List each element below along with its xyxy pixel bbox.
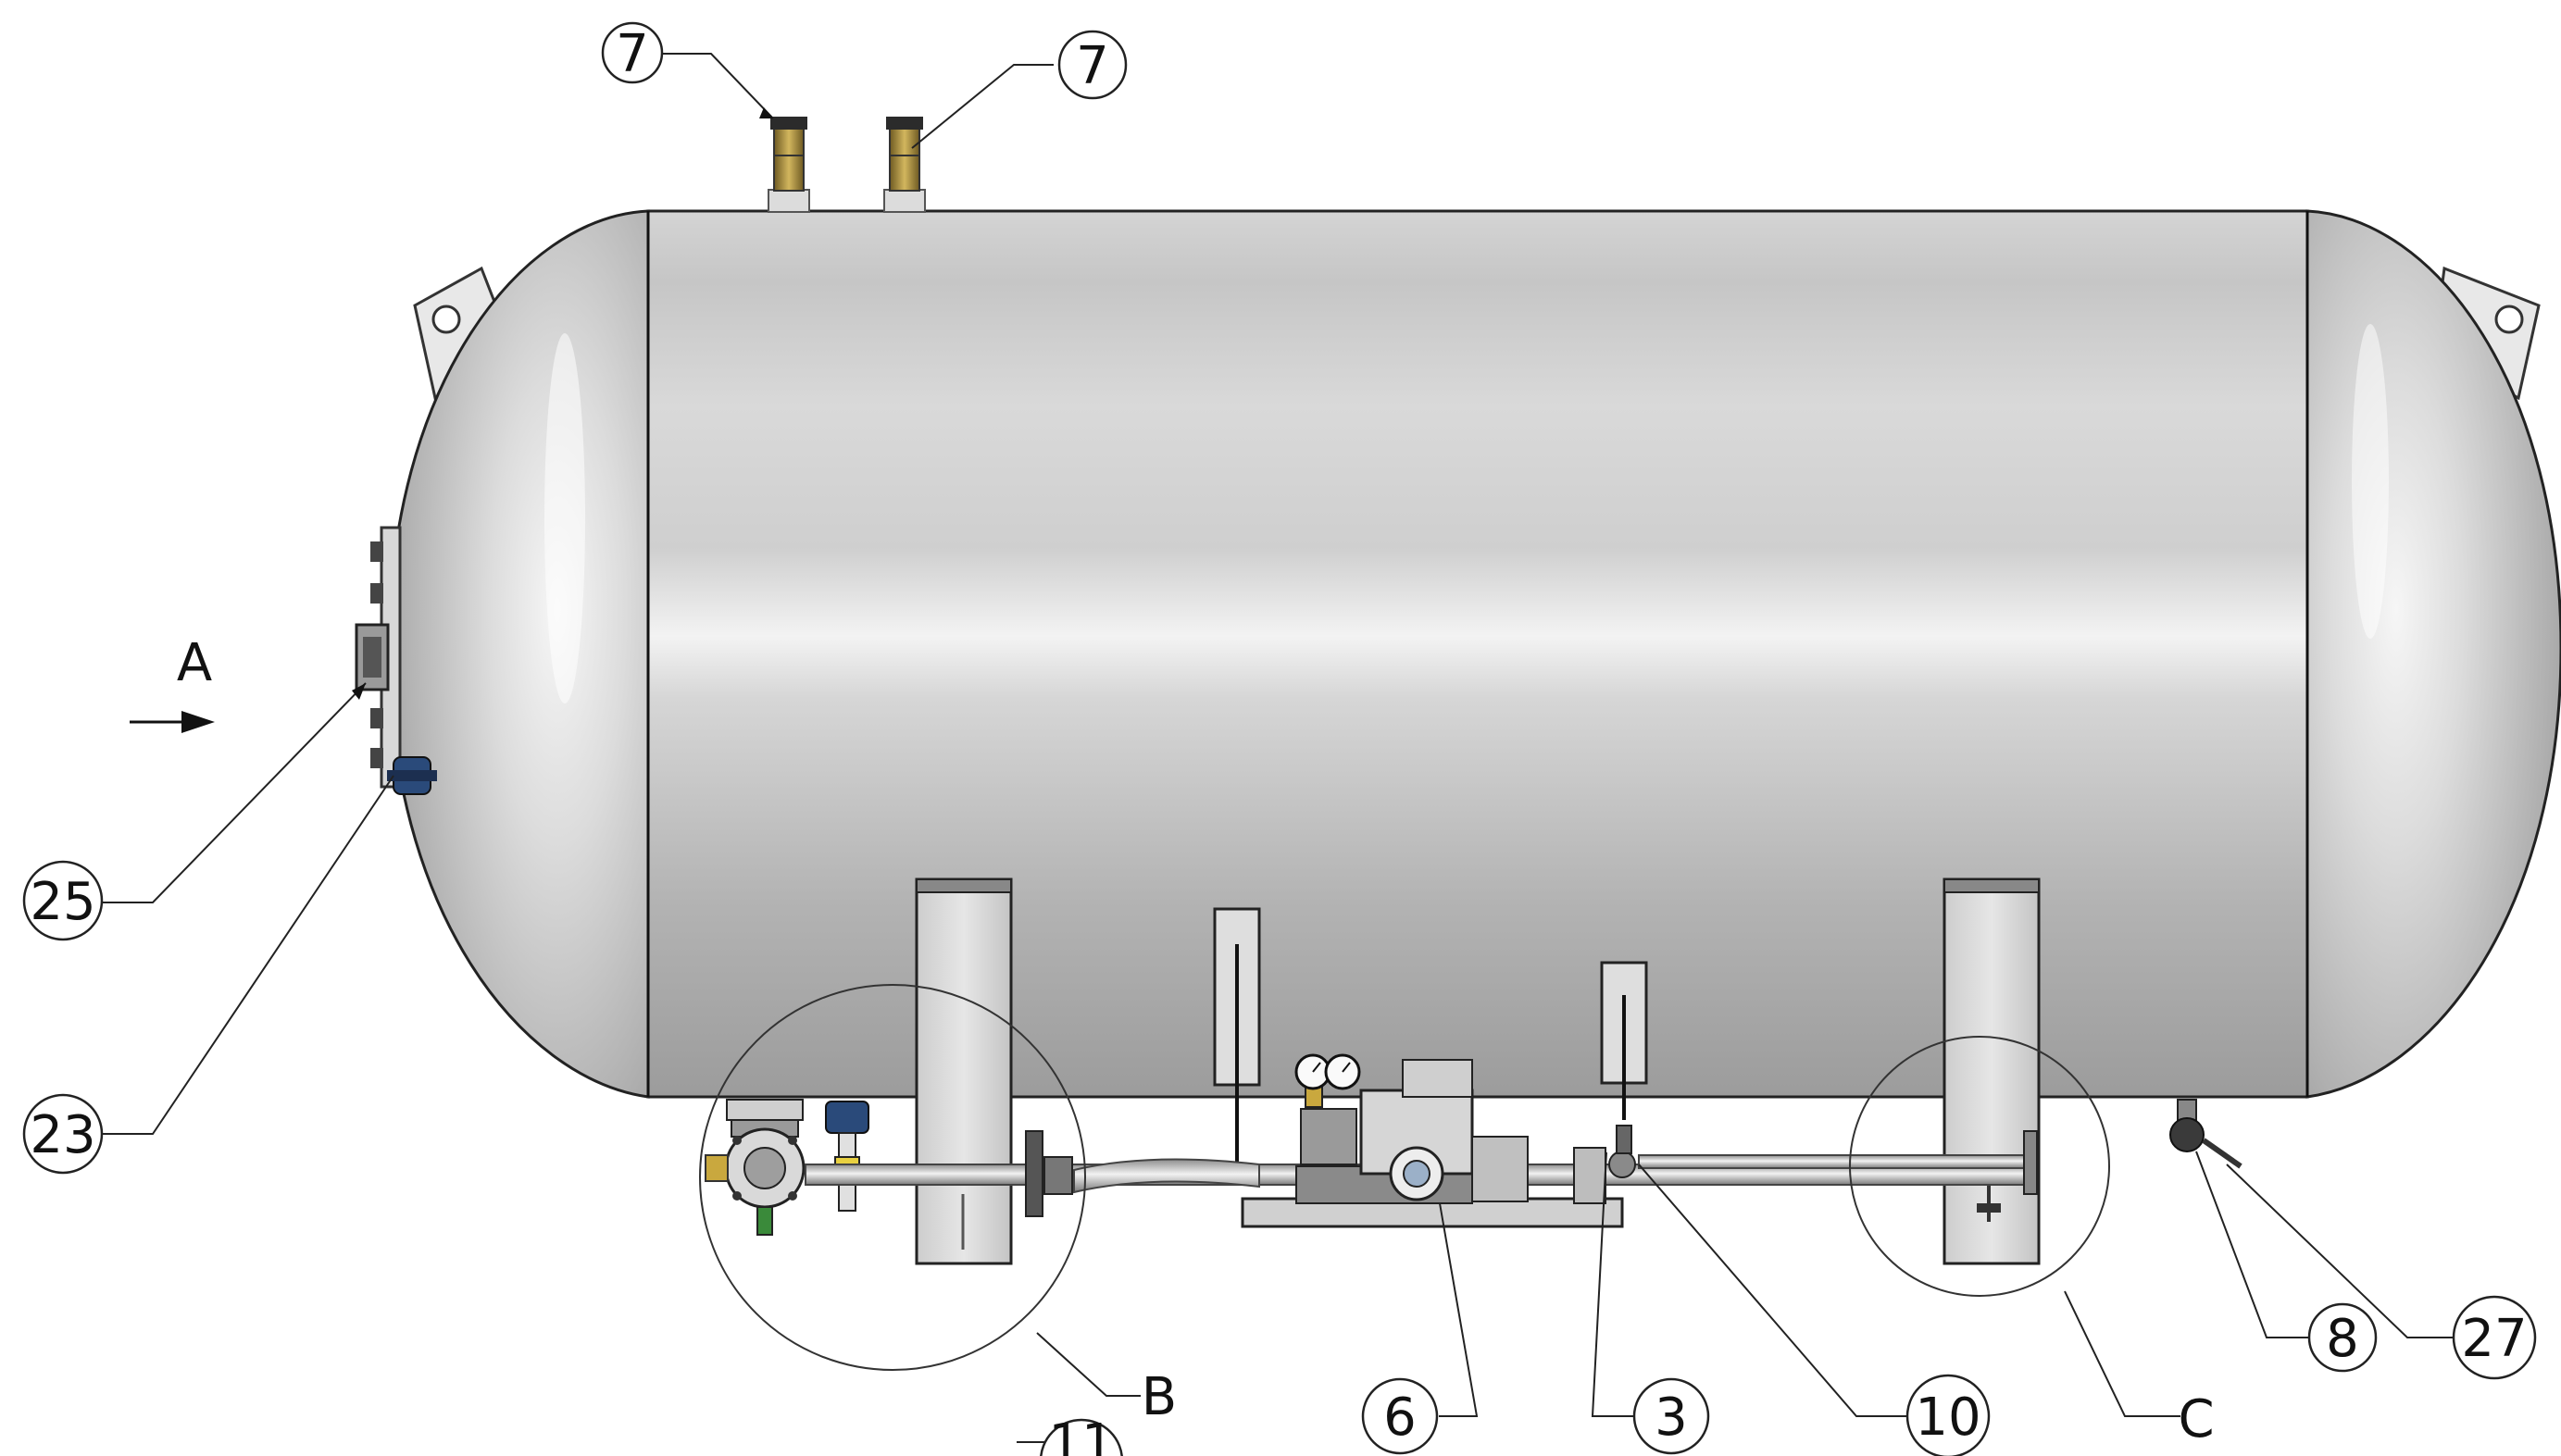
- probe-mount-left: [1213, 907, 1261, 1166]
- svg-text:6: 6: [1383, 1388, 1417, 1448]
- drain-valve: [2169, 1099, 2242, 1169]
- detail-view-b-circle: [699, 984, 1086, 1371]
- callout-8: 8: [2307, 1302, 2378, 1373]
- return-line: [1638, 1130, 2038, 1195]
- tank-vessel: [387, 209, 2561, 1099]
- detail-view-c-label: C: [2178, 1389, 2214, 1450]
- pressure-gauges: [1294, 1053, 1361, 1090]
- leader-lines: [102, 53, 2454, 1443]
- callout-25: 25: [22, 860, 104, 941]
- vent-valve-left: [768, 117, 810, 213]
- saddle-left: [915, 877, 1013, 1265]
- callout-11: 11: [1040, 1413, 1123, 1456]
- svg-text:25: 25: [30, 872, 95, 932]
- callout-7-left: 7: [601, 21, 664, 84]
- svg-text:7: 7: [616, 24, 649, 84]
- view-a-label: A: [177, 633, 212, 693]
- vent-valve-right: [883, 117, 926, 213]
- svg-text:27: 27: [2461, 1309, 2527, 1369]
- callout-6: 6: [1361, 1377, 1439, 1455]
- view-a-indicator: A: [130, 633, 215, 733]
- manway-flange: [355, 526, 402, 789]
- callout-10: 10: [1905, 1374, 1991, 1456]
- svg-text:3: 3: [1655, 1388, 1688, 1448]
- svg-text:7: 7: [1076, 36, 1109, 96]
- svg-text:23: 23: [30, 1105, 95, 1165]
- inlet-valve-cluster: [705, 1099, 869, 1236]
- detail-view-c-circle: [1849, 1036, 2110, 1297]
- cylindrical-shell: [646, 209, 2309, 1099]
- svg-text:8: 8: [2326, 1309, 2359, 1369]
- level-gauge-connection: [387, 756, 437, 795]
- outlet-valve: [1573, 1125, 1636, 1204]
- detail-view-b-label: B: [1142, 1367, 1177, 1427]
- callout-23: 23: [22, 1093, 104, 1175]
- svg-text:11: 11: [1048, 1413, 1114, 1456]
- svg-text:10: 10: [1915, 1388, 1980, 1448]
- callout-27: 27: [2452, 1295, 2537, 1380]
- callout-7-right: 7: [1057, 30, 1128, 100]
- saddle-right: [1943, 877, 2041, 1265]
- probe-mount-right: [1600, 961, 1648, 1120]
- callout-3: 3: [1632, 1377, 1710, 1455]
